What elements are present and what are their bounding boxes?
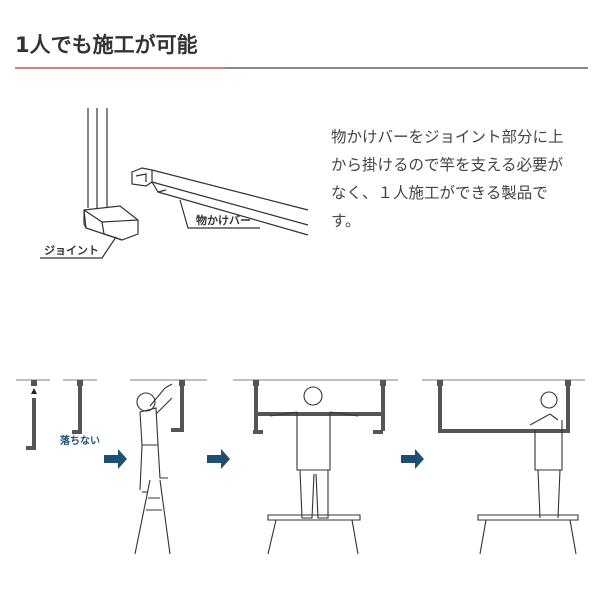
step-bar-complete: [437, 380, 579, 555]
arrow-icon: [207, 449, 230, 469]
description-line: なく、１人施工ができる製品で: [331, 184, 548, 202]
step-bar-hang: [253, 380, 386, 555]
arrow-icon: [104, 449, 127, 469]
installation-steps: 落ちない: [16, 379, 585, 555]
joint-label: ジョイント: [44, 244, 99, 257]
page-title: 1人でも施工が可能: [15, 33, 198, 57]
step-pole-insert: [26, 380, 83, 450]
description-line: から掛けるので竿を支える必要が: [331, 156, 564, 174]
arrow-icon: [401, 449, 424, 469]
bar-label: 物かけバー: [196, 213, 251, 227]
title-underline: [225, 67, 588, 69]
step-ladder-attach: [134, 380, 185, 555]
description: 物かけバーをジョイント部分に上 から掛けるので竿を支える必要が なく、１人施工が…: [331, 123, 596, 235]
description-line: 物かけバーをジョイント部分に上: [331, 128, 564, 146]
no-fall-caption: 落ちない: [60, 434, 100, 447]
description-line: す。: [331, 212, 361, 230]
joint-bar-diagram: 物かけバー ジョイント: [40, 108, 309, 259]
title-underline-accent: [15, 67, 225, 69]
